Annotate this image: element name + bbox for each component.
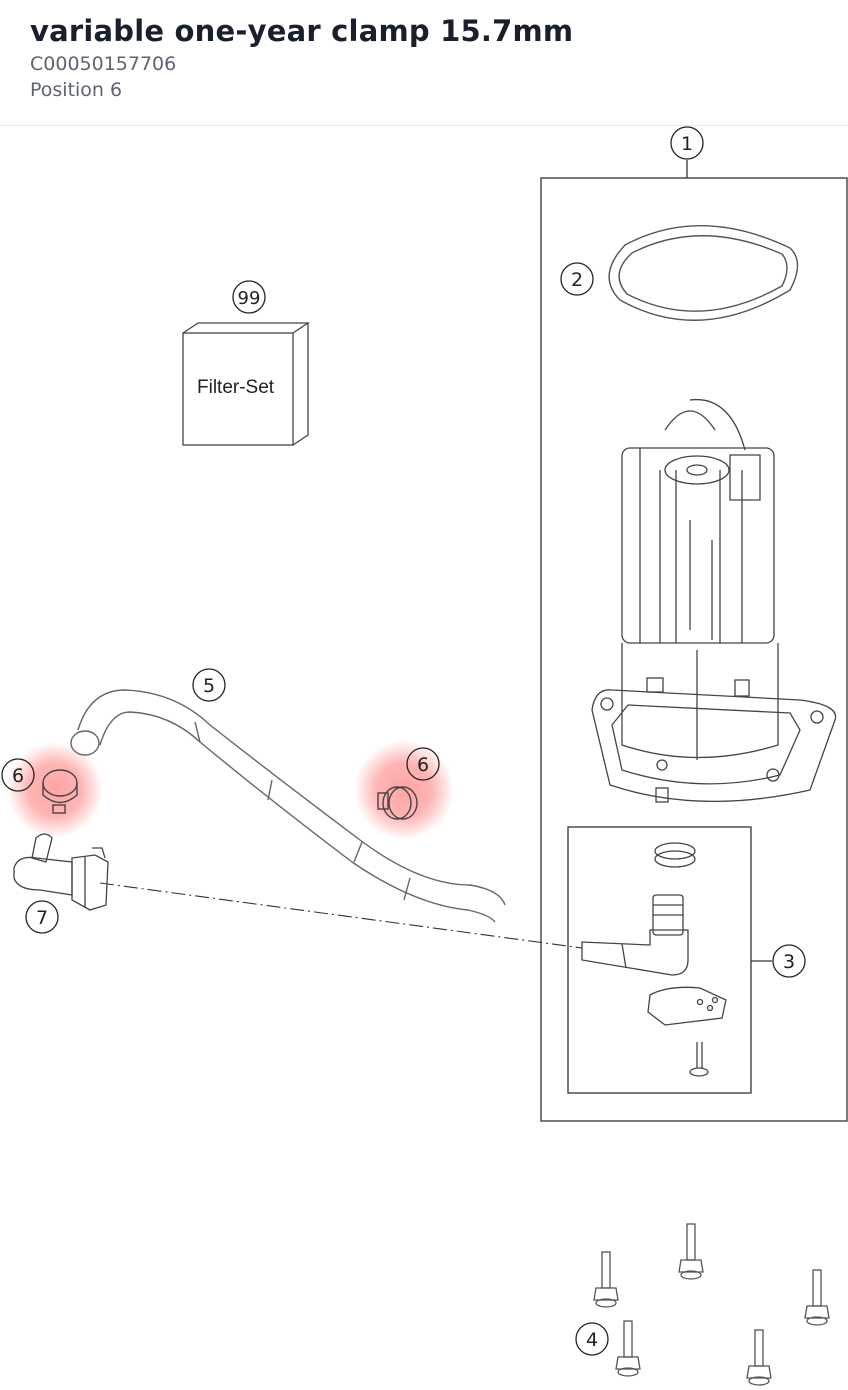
part-header: variable one-year clamp 15.7mm C00050157… bbox=[0, 0, 848, 126]
gasket-drawing bbox=[608, 225, 799, 321]
callout-6a: 6 bbox=[12, 765, 24, 787]
callout-5: 5 bbox=[203, 675, 215, 697]
callout-99-circle bbox=[232, 280, 266, 314]
bolts-drawing bbox=[593, 1223, 830, 1386]
connector-fitting-drawing bbox=[581, 842, 727, 1077]
callout-5-circle bbox=[192, 668, 226, 702]
callout-1-circle bbox=[670, 126, 704, 160]
callout-99: 99 bbox=[238, 288, 261, 309]
callout-4-circle bbox=[575, 1322, 609, 1356]
clamp-highlight-right bbox=[354, 740, 454, 840]
callout-3: 3 bbox=[783, 951, 795, 973]
filter-set-label: Filter-Set bbox=[197, 377, 275, 398]
subassembly-frame-3 bbox=[567, 826, 772, 1094]
filter-set-box bbox=[182, 322, 311, 446]
callout-2-circle bbox=[560, 262, 594, 296]
assembly-frame-1 bbox=[540, 160, 848, 1122]
callout-2: 2 bbox=[571, 269, 583, 291]
part-number: C00050157706 bbox=[30, 53, 177, 75]
connection-leader-line bbox=[99, 882, 583, 949]
callout-1: 1 bbox=[681, 133, 693, 155]
hose-fitting-drawing bbox=[13, 833, 109, 911]
callout-7: 7 bbox=[36, 907, 48, 929]
part-title: variable one-year clamp 15.7mm bbox=[30, 14, 574, 48]
callout-4: 4 bbox=[586, 1329, 598, 1351]
clamp-right-drawing bbox=[377, 786, 418, 820]
callout-6a-circle bbox=[1, 758, 35, 792]
callout-6b: 6 bbox=[417, 754, 429, 776]
fuel-hose-drawing bbox=[70, 689, 506, 923]
callout-7-circle bbox=[25, 900, 59, 934]
clamp-left-drawing bbox=[42, 769, 78, 814]
callout-3-circle bbox=[772, 944, 806, 978]
part-position: Position 6 bbox=[30, 79, 123, 101]
callout-6b-circle bbox=[406, 747, 440, 781]
fuel-pump-drawing bbox=[591, 398, 837, 803]
